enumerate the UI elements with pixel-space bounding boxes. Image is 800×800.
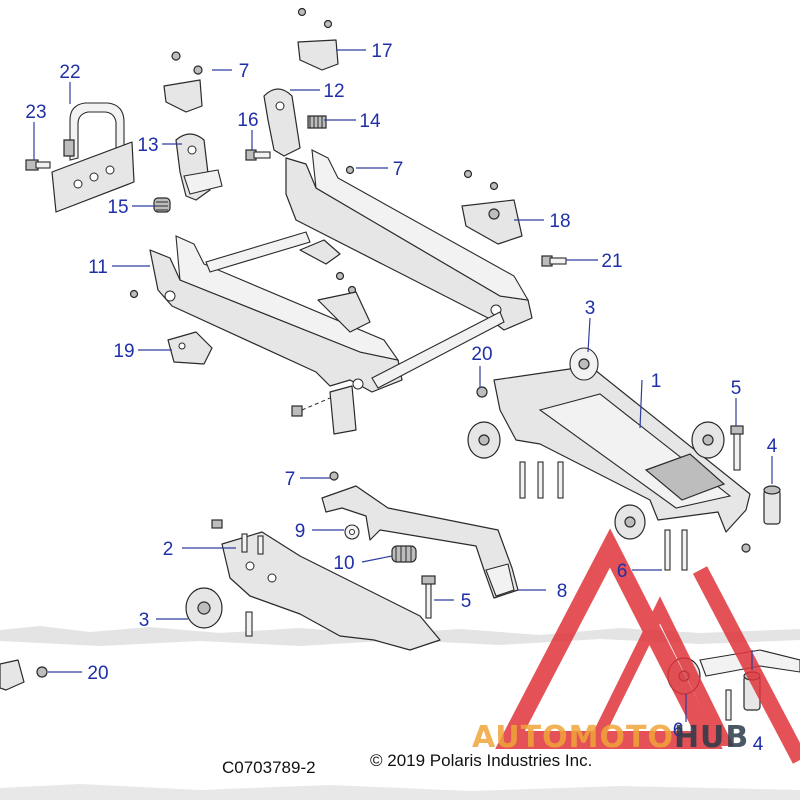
watermark-word-hub: HUB: [673, 720, 750, 755]
slider-rail-part-1: [493, 365, 751, 533]
callout-1: 1: [651, 371, 662, 392]
callout-13: 13: [137, 135, 158, 156]
callout-11: 11: [88, 257, 108, 278]
callout-15: 15: [107, 197, 128, 218]
nut-part-20-upper: [476, 386, 751, 553]
spring-part-15: [153, 197, 171, 213]
bracket-part-19: [167, 331, 213, 365]
callout-5-lower: 5: [461, 591, 472, 612]
callout-8: 8: [557, 581, 568, 602]
callout-16: 16: [237, 110, 258, 131]
callout-12: 12: [323, 81, 344, 102]
callout-9: 9: [295, 521, 306, 542]
leader-lines: [33, 49, 773, 722]
bolt-under-frame: [291, 397, 331, 417]
callout-21: 21: [601, 251, 622, 272]
watermark-word-automoto: AUTOMOTO: [472, 720, 674, 755]
watermark-wordmark: AUTOMOTOHUB: [472, 720, 749, 755]
spring-part-10: [391, 545, 417, 563]
seat-frame-part-11: [149, 149, 533, 435]
callout-2: 2: [163, 539, 174, 560]
callout-20-upper: 20: [471, 344, 492, 365]
lower-left-bracket: [0, 659, 48, 691]
bolt-part-23: [25, 159, 51, 171]
drawing-number: C0703789-2: [222, 758, 316, 777]
callout-5-upper: 5: [731, 378, 742, 399]
nut-part-7-lower: [329, 471, 339, 481]
callout-17: 17: [371, 41, 392, 62]
callout-3-upper: 3: [585, 298, 596, 319]
hinge-bracket-part-13: [175, 133, 223, 201]
callout-14: 14: [359, 111, 381, 132]
callout-7-top: 7: [239, 61, 250, 82]
callout-7-lower: 7: [285, 469, 296, 490]
callout-18: 18: [549, 211, 570, 232]
clip-part-7-upper: [163, 51, 203, 113]
callout-3-lower: 3: [139, 610, 150, 631]
callout-22: 22: [59, 62, 80, 83]
bolt-part-21: [541, 255, 567, 267]
washer-part-9: [344, 524, 360, 540]
bolt-part-16: [245, 149, 271, 161]
callout-6-lower: 6: [673, 720, 684, 741]
copyright-notice: © 2019 Polaris Industries Inc.: [370, 751, 593, 770]
spring-part-14: [307, 115, 327, 129]
bolts-part-5: [421, 425, 744, 619]
hinge-bracket-part-12: [263, 88, 301, 157]
callout-labels: 1 2 3 3 4 4 5 5 6 6 7 7 7 8 9 10 11 12 1…: [25, 41, 777, 755]
watermark-logo: [495, 528, 800, 764]
callout-19: 19: [113, 341, 134, 362]
callout-7-middle: 7: [393, 159, 404, 180]
callout-6-upper: 6: [617, 561, 628, 582]
callout-4-upper: 4: [767, 436, 778, 457]
callout-23: 23: [25, 102, 46, 123]
release-bar-part-8: [321, 485, 519, 599]
slider-bracket-part-2: [211, 519, 441, 651]
bracket-part-18: [461, 199, 523, 245]
roller-part-3-upper: [467, 347, 725, 540]
callout-4-lower: 4: [753, 734, 764, 755]
bumper-bracket-part-22: [51, 102, 135, 213]
callout-10: 10: [333, 553, 354, 574]
nuts-part-7-middle: [129, 165, 499, 299]
small-brackets-center: [299, 239, 371, 333]
bracket-part-17: [297, 7, 339, 71]
callout-20-lower: 20: [87, 663, 108, 684]
